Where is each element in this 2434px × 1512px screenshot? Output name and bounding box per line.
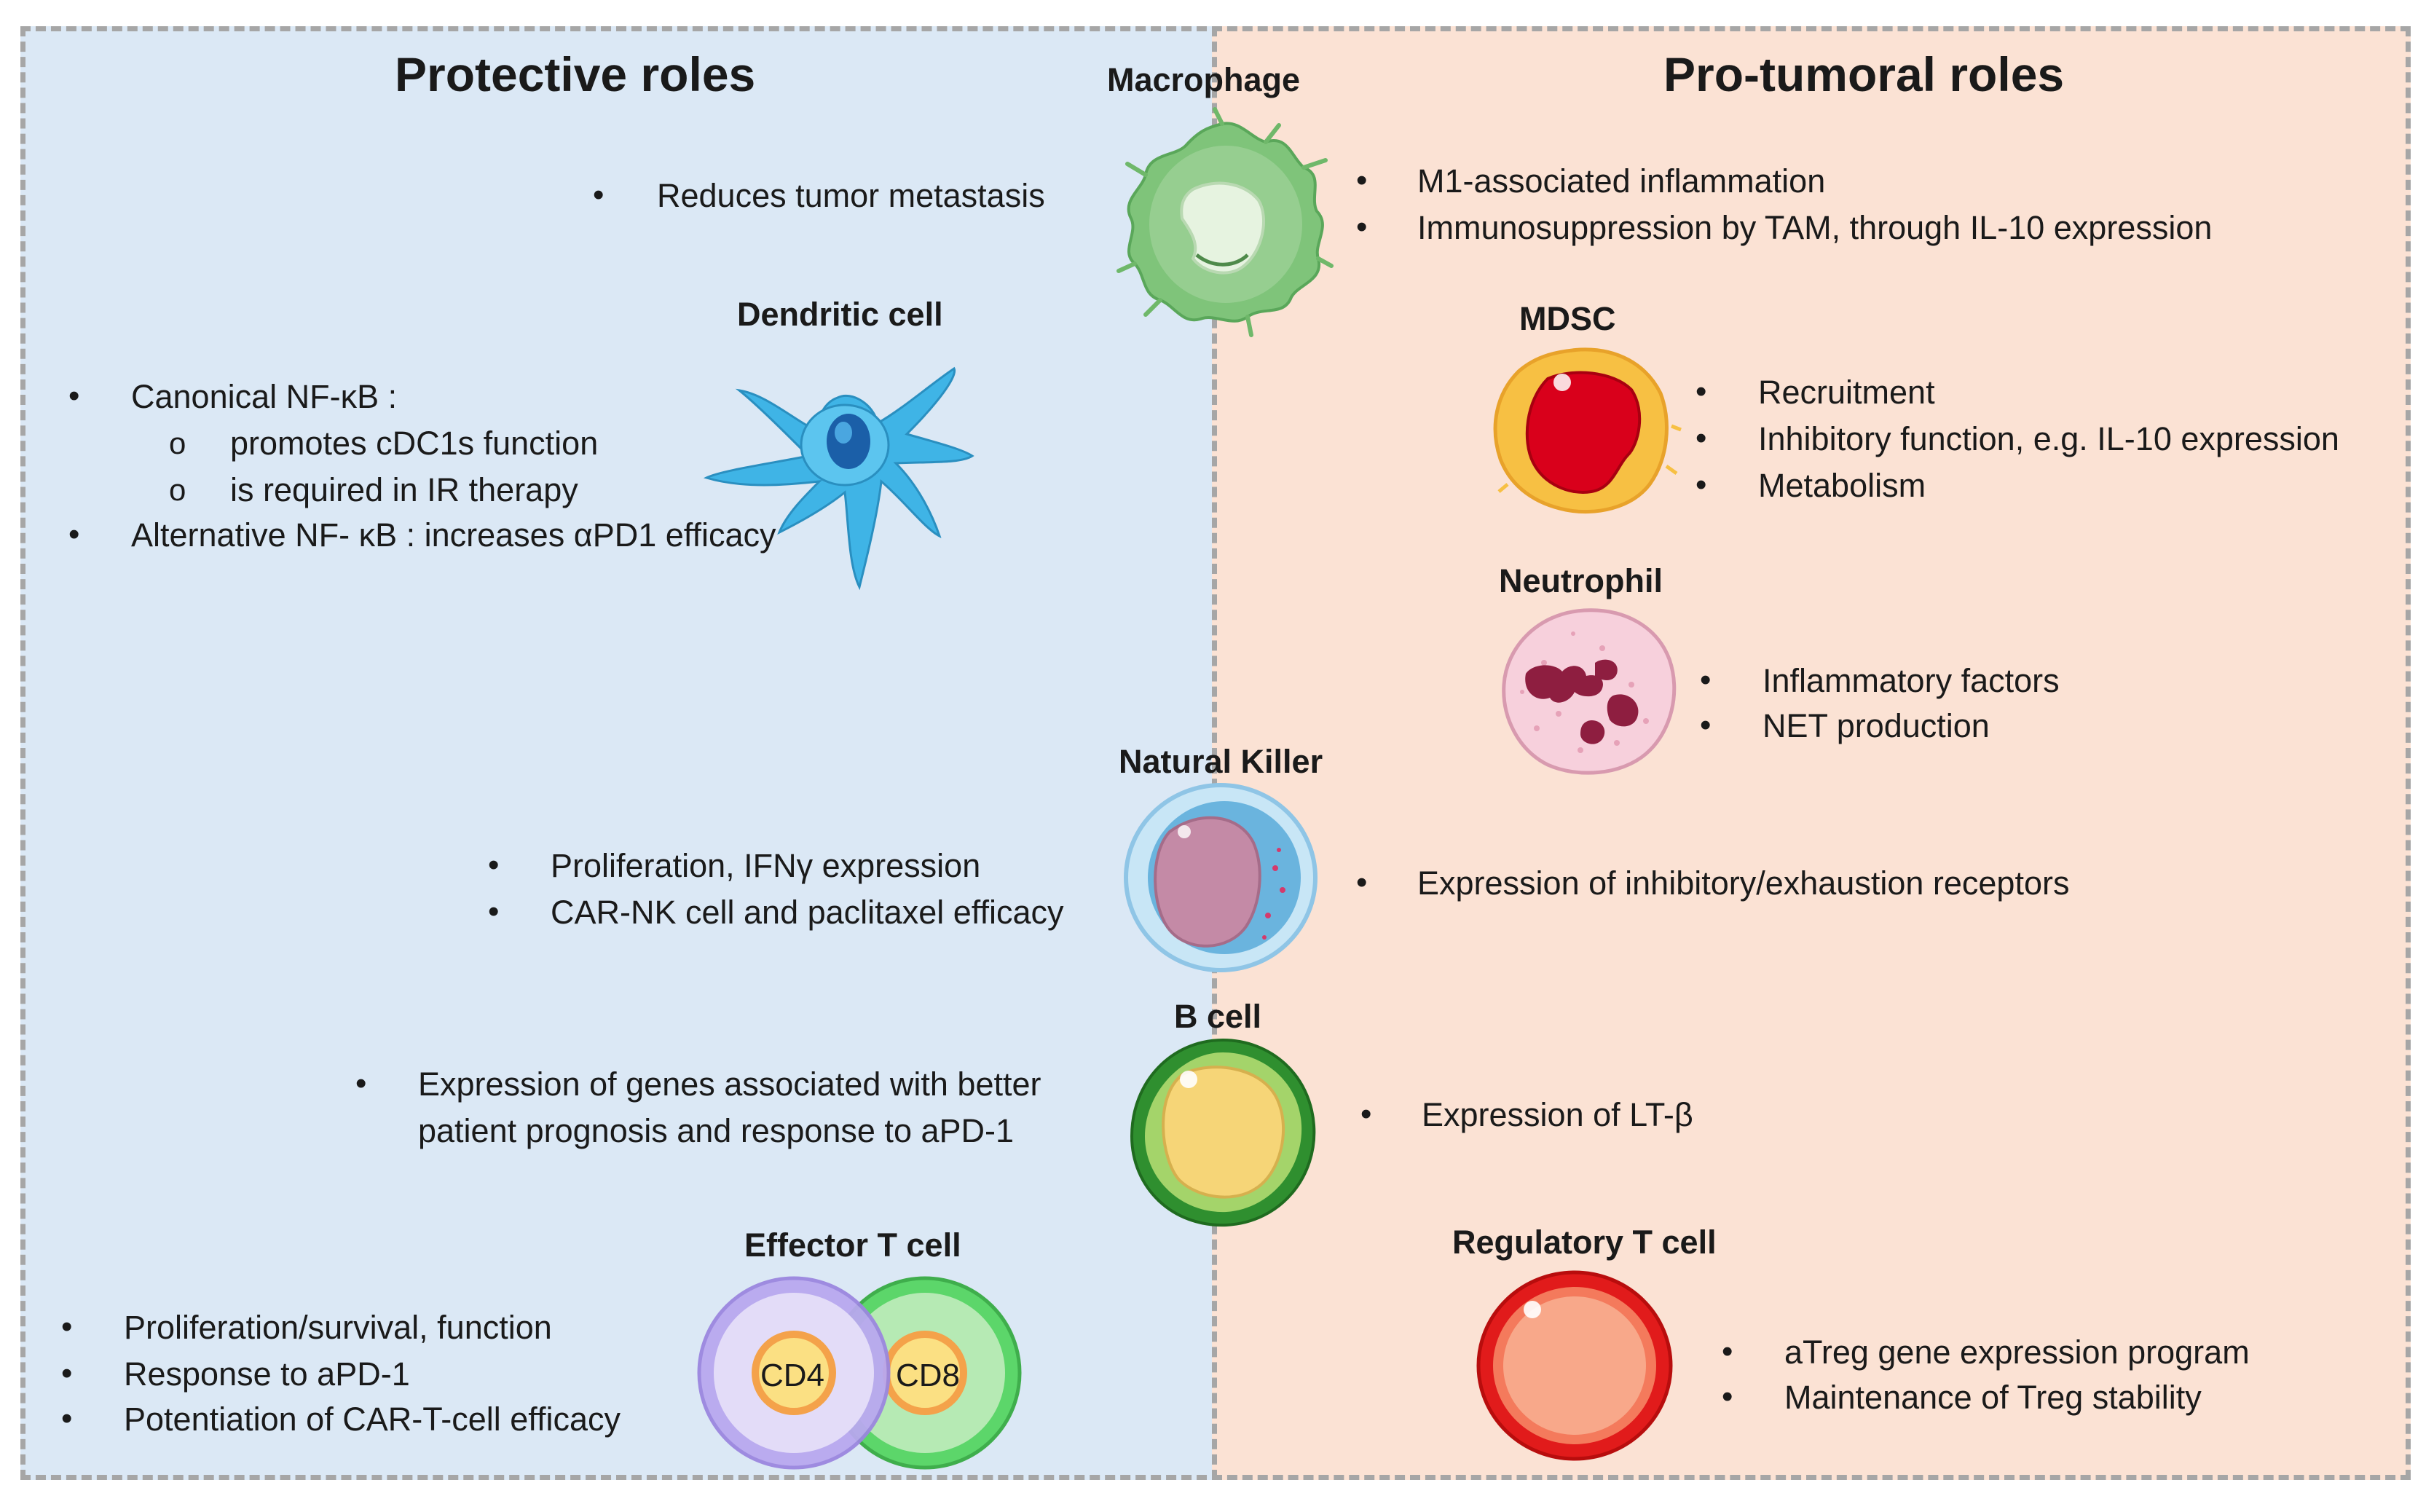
dendritic-sub-item: is required in IR therapy <box>230 471 578 508</box>
dendritic-cell-icon <box>703 366 974 591</box>
bullet-icon: • <box>1695 467 1707 503</box>
mdsc-label: MDSC <box>1519 300 1616 337</box>
bullet-icon: • <box>1722 1334 1733 1369</box>
natural-killer-cell-icon <box>1124 783 1318 972</box>
nk-protumoral-item: Expression of inhibitory/exhaustion rece… <box>1417 865 2070 902</box>
neutrophil-item: NET production <box>1763 707 1990 744</box>
macrophage-label: Macrophage <box>1107 61 1301 98</box>
b-cell-icon <box>1130 1038 1316 1227</box>
dendritic-alternative-item: Alternative NF- κB : increases αPD1 effi… <box>131 516 776 554</box>
bullet-icon: • <box>61 1355 73 1391</box>
regulatory-t-cell-label: Regulatory T cell <box>1452 1224 1717 1261</box>
macrophage-protumoral-item: Immunosuppression by TAM, through IL-10 … <box>1417 209 2213 246</box>
pro-tumoral-roles-panel <box>1212 26 2411 1480</box>
natural-killer-label: Natural Killer <box>1119 743 1323 780</box>
regulatory-t-cell-icon <box>1476 1270 1673 1461</box>
bullet-icon: • <box>1356 865 1368 900</box>
bullet-icon: • <box>61 1309 73 1344</box>
bullet-icon: • <box>61 1401 73 1436</box>
effector-t-cell-icon <box>697 1276 1022 1470</box>
macrophage-protumoral-item: M1-associated inflammation <box>1417 162 1826 200</box>
macrophage-protective-item: Reduces tumor metastasis <box>657 177 1045 214</box>
effector-t-cell-label: Effector T cell <box>744 1226 961 1264</box>
b-cell-label: B cell <box>1174 998 1262 1035</box>
sub-bullet-icon: o <box>169 426 186 460</box>
bullet-icon: • <box>1360 1096 1372 1132</box>
protective-roles-panel <box>20 26 1222 1480</box>
treg-item: aTreg gene expression program <box>1784 1334 2250 1371</box>
bullet-icon: • <box>1695 374 1707 409</box>
mdsc-item: Inhibitory function, e.g. IL-10 expressi… <box>1758 420 2339 457</box>
bullet-icon: • <box>1695 420 1707 456</box>
cd4-label: CD4 <box>760 1358 825 1393</box>
dendritic-canonical-item: Canonical NF-κB : <box>131 378 398 415</box>
sub-bullet-icon: o <box>169 473 186 507</box>
bullet-icon: • <box>1722 1379 1733 1414</box>
dendritic-sub-item: promotes cDC1s function <box>230 425 599 462</box>
bullet-icon: • <box>593 177 604 213</box>
neutrophil-cell-icon <box>1502 608 1677 775</box>
bullet-icon: • <box>1356 162 1368 198</box>
protective-roles-title: Protective roles <box>395 47 756 101</box>
effector-t-item: Proliferation/survival, function <box>124 1309 552 1346</box>
b-cell-protective-item: Expression of genes associated with bett… <box>418 1066 1041 1103</box>
pro-tumoral-roles-title: Pro-tumoral roles <box>1663 47 2065 101</box>
bullet-icon: • <box>1700 662 1712 698</box>
dendritic-cell-label: Dendritic cell <box>737 296 943 333</box>
mdsc-item: Metabolism <box>1758 467 1926 504</box>
macrophage-cell-icon <box>1116 107 1334 337</box>
bullet-icon: • <box>488 847 500 883</box>
nk-protective-item: CAR-NK cell and paclitaxel efficacy <box>551 894 1064 931</box>
bullet-icon: • <box>488 894 500 929</box>
bullet-icon: • <box>1356 209 1368 245</box>
effector-t-item: Response to aPD-1 <box>124 1355 410 1393</box>
b-cell-protective-item-cont: patient prognosis and response to aPD-1 <box>418 1112 1015 1149</box>
bullet-icon: • <box>1700 707 1712 743</box>
bullet-icon: • <box>68 516 80 552</box>
bullet-icon: • <box>68 378 80 414</box>
cd8-label: CD8 <box>896 1358 961 1393</box>
neutrophil-label: Neutrophil <box>1499 562 1663 599</box>
mdsc-cell-icon <box>1493 347 1682 514</box>
b-cell-protumoral-item: Expression of LT-β <box>1422 1096 1693 1133</box>
treg-item: Maintenance of Treg stability <box>1784 1379 2202 1416</box>
nk-protective-item: Proliferation, IFNγ expression <box>551 847 981 884</box>
mdsc-item: Recruitment <box>1758 374 1935 411</box>
effector-t-item: Potentiation of CAR-T-cell efficacy <box>124 1401 621 1438</box>
neutrophil-item: Inflammatory factors <box>1763 662 2060 699</box>
bullet-icon: • <box>355 1066 367 1101</box>
